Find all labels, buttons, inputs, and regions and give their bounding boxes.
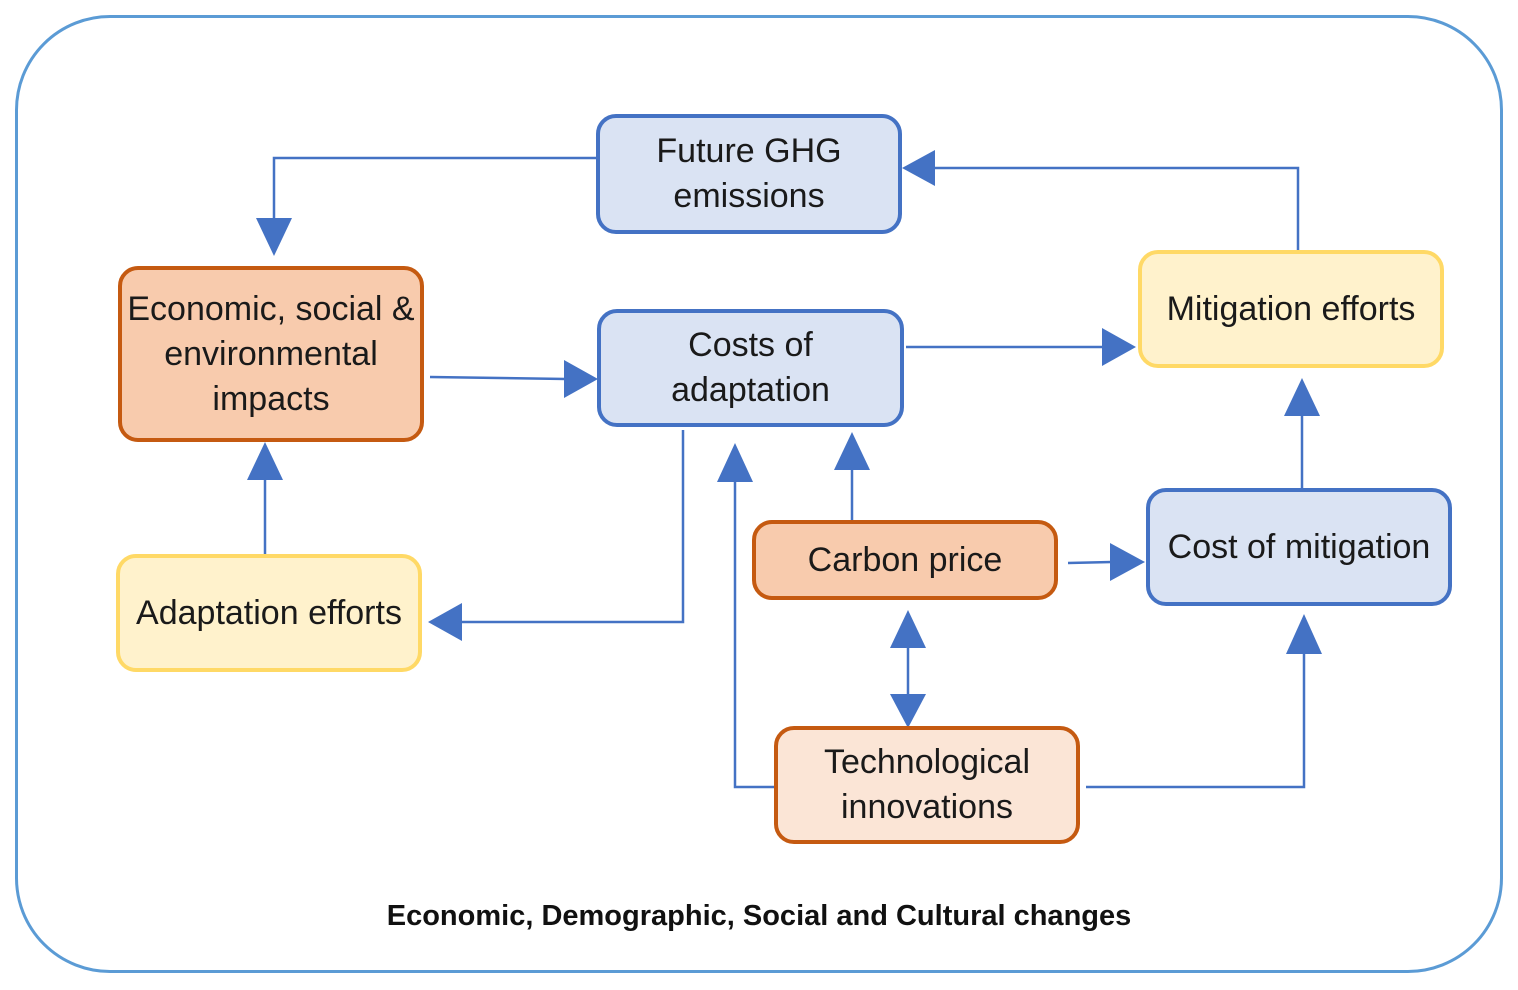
connector-carbon-to-cost-mitigation (1067, 560, 1113, 565)
arrowhead-up-costs-from-tech (717, 443, 753, 482)
outer-frame (15, 15, 1503, 973)
connector-tech-to-cost-mitigation (1086, 652, 1306, 789)
node-carbon-price: Carbon price (752, 520, 1058, 600)
connector-ghg-to-impacts (272, 156, 596, 222)
connector-lines (263, 156, 1306, 789)
arrowhead-up-carbon (890, 610, 926, 648)
arrowheads (247, 150, 1322, 728)
node-economic-social-environmental-impacts: Economic, social & environmental impacts (118, 266, 424, 442)
node-mitigation-efforts: Mitigation efforts (1138, 250, 1444, 368)
arrowhead-down-tech (890, 694, 926, 728)
connector-tech-to-costs (733, 480, 774, 789)
arrowhead-left-ghg (902, 150, 935, 186)
arrowhead-right-cost-mitigation (1110, 543, 1145, 581)
node-technological-innovations: Technological innovations (774, 726, 1080, 844)
node-cost-of-mitigation: Cost of mitigation (1146, 488, 1452, 606)
connector-impacts-to-costs (429, 375, 567, 381)
footer-caption: Economic, Demographic, Social and Cultur… (386, 900, 1132, 932)
arrowhead-up-mitigation (1284, 378, 1320, 416)
connector-costs-to-adaptation (462, 430, 685, 624)
connector-mitigation-to-ghg (935, 166, 1300, 250)
arrowhead-up-costs-from-carbon (834, 432, 870, 470)
arrowhead-right-costs (564, 360, 598, 398)
node-future-ghg-emissions: Future GHG emissions (596, 114, 902, 234)
arrowhead-up-impacts (247, 442, 283, 480)
arrowhead-left-adaptation (428, 603, 462, 641)
node-adaptation-efforts: Adaptation efforts (116, 554, 422, 672)
node-costs-of-adaptation: Costs of adaptation (597, 309, 904, 427)
arrowhead-up-cost-mitigation (1286, 614, 1322, 654)
arrowhead-right-mitigation (1102, 328, 1136, 366)
arrowhead-down-impacts (256, 218, 292, 256)
